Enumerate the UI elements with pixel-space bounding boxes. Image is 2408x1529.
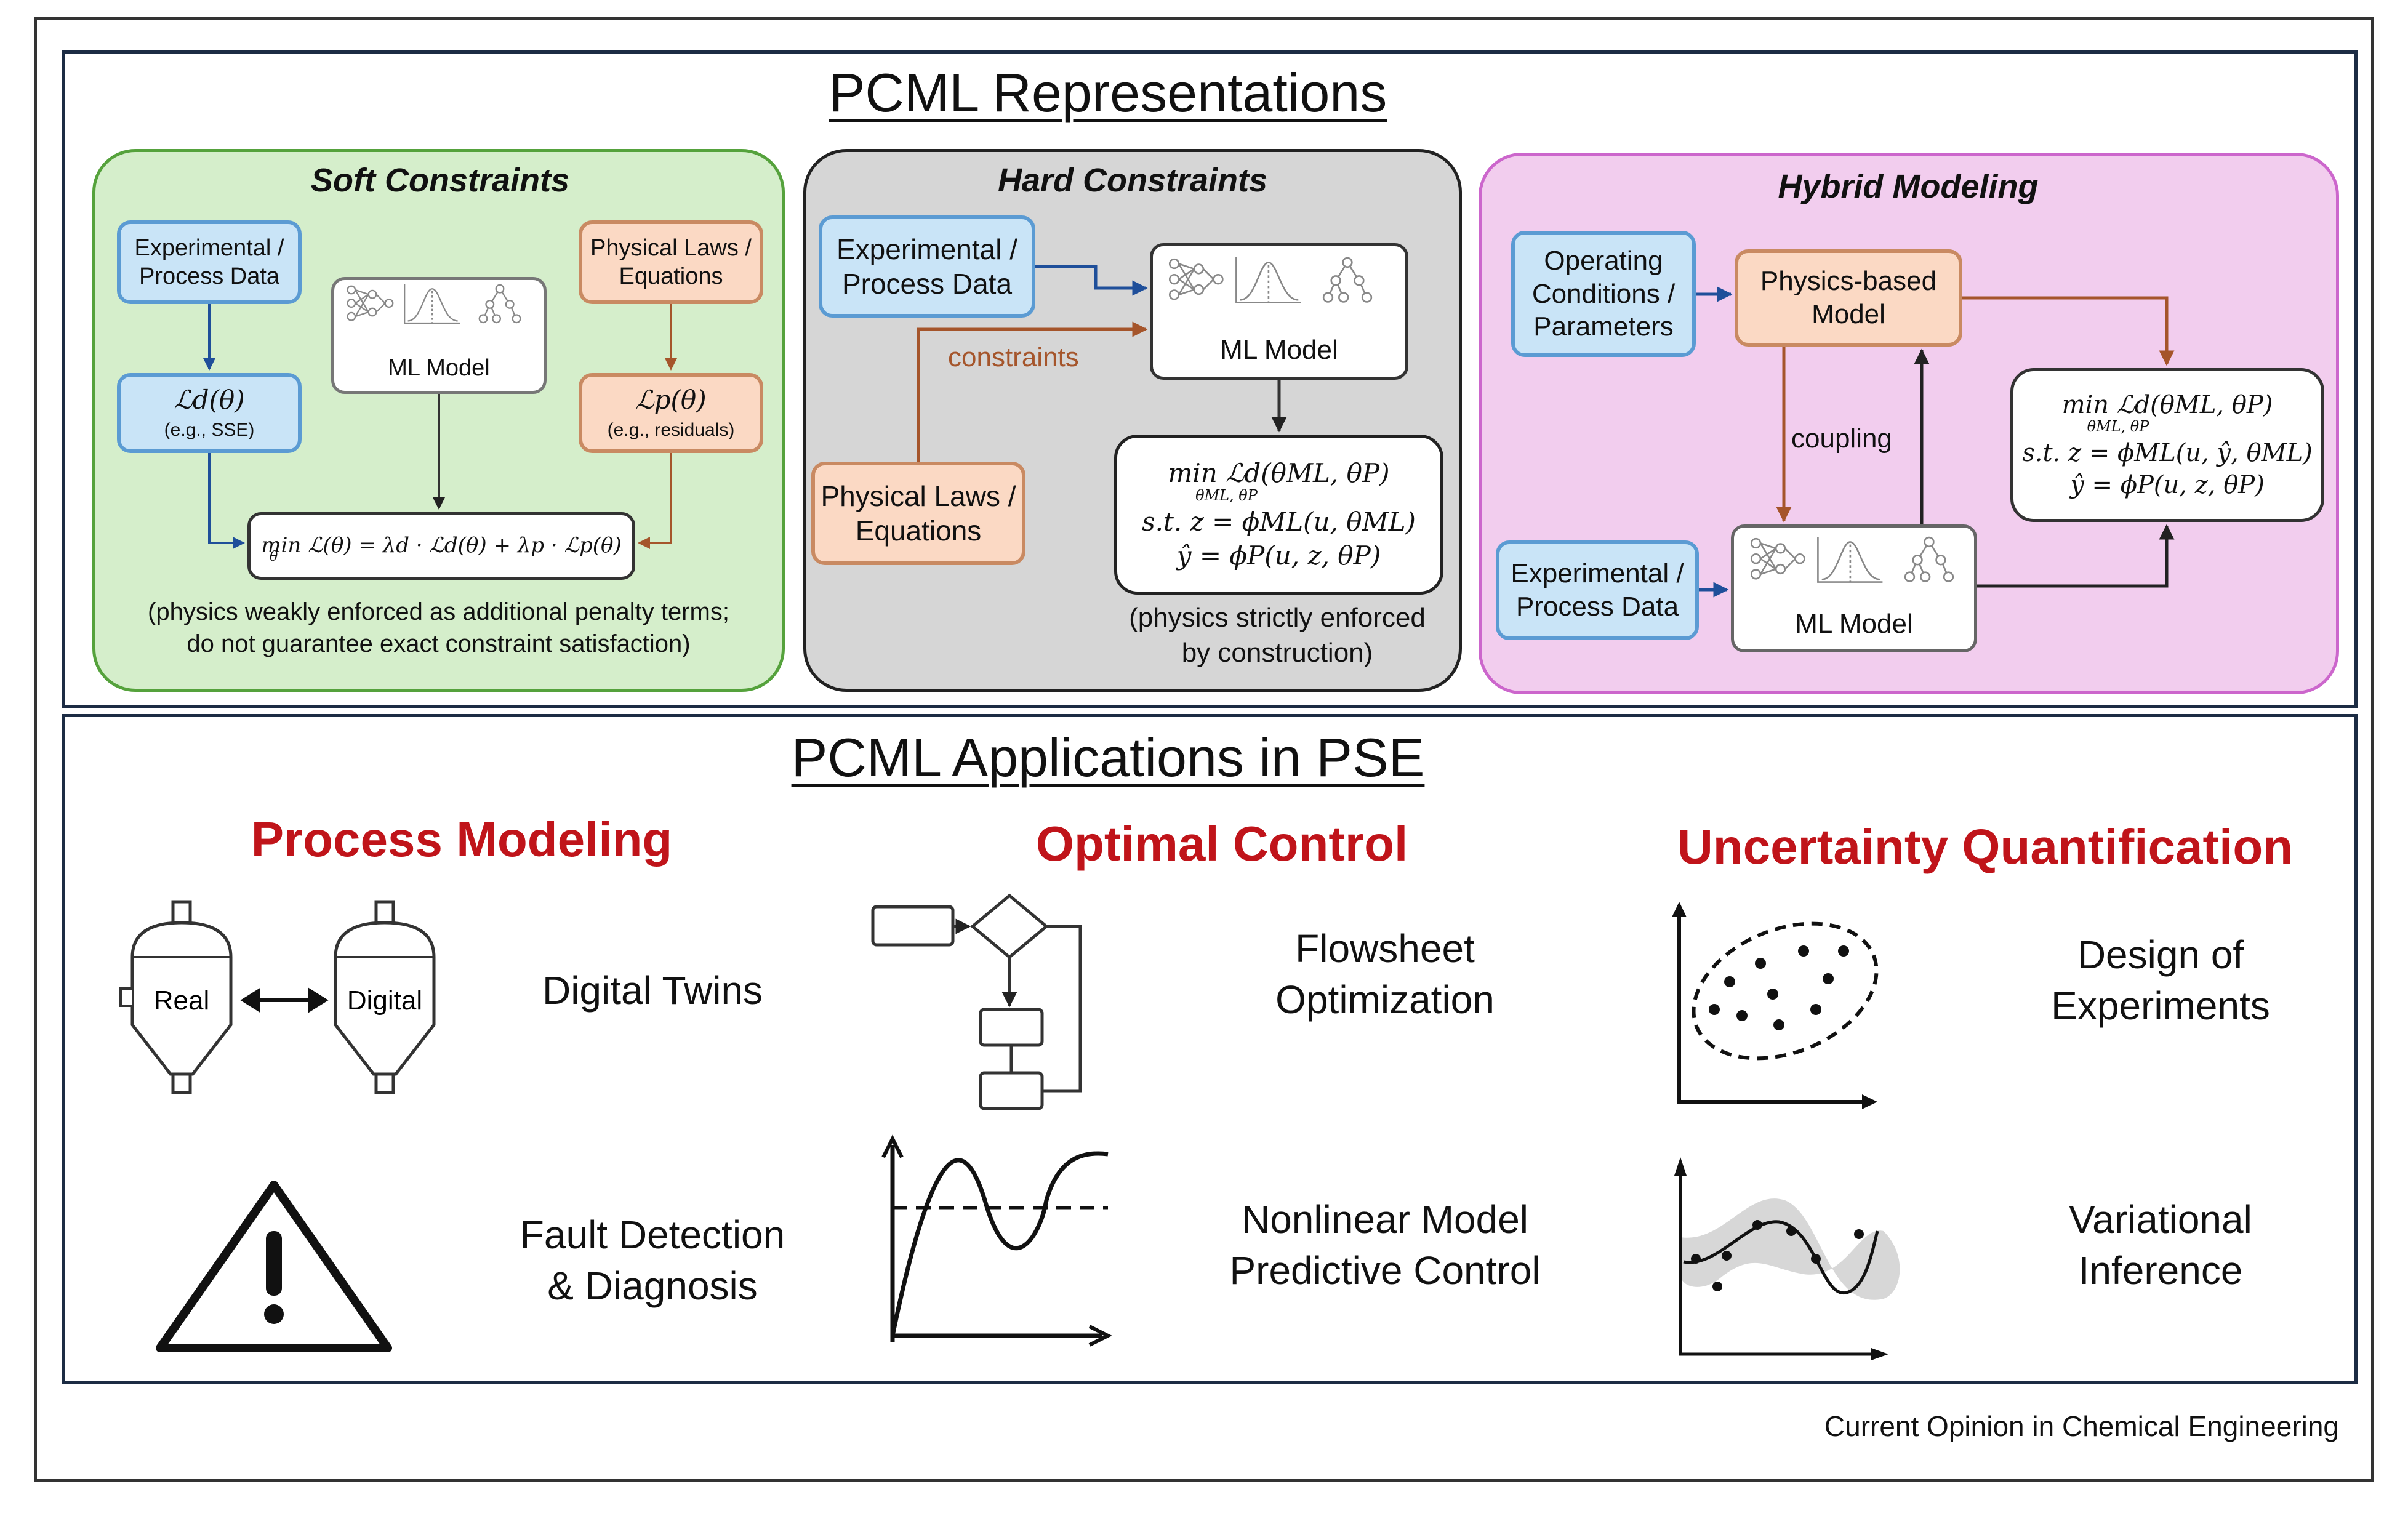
hard-ml-icons: [1168, 256, 1373, 303]
hybrid-modeling-title: Hybrid Modeling: [1778, 168, 2039, 205]
hybrid-eq2: s.t. z = ϕML(u, ŷ, θML): [2022, 438, 2313, 467]
flowchart-icon: [871, 893, 1082, 1110]
hard-data-label: Experimental / Process Data: [836, 233, 1017, 300]
gp-regression-icon: [1674, 1157, 1900, 1360]
soft-data-node: Experimental / Process Data: [117, 220, 302, 304]
warning-icon: [156, 1181, 392, 1352]
fault-detection-label: Fault Detection & Diagnosis: [480, 1210, 825, 1312]
vi-line2: Inference: [2078, 1248, 2243, 1293]
hard-ml-label: ML Model: [1220, 335, 1338, 366]
hard-caption-line1: (physics strictly enforced: [1129, 603, 1426, 633]
hybrid-operating-label: Operating Conditions / Parameters: [1531, 245, 1676, 342]
representations-title: PCML Representations: [829, 62, 1387, 123]
hard-data-node: Experimental / Process Data: [819, 215, 1035, 318]
applications-panel: [62, 714, 2358, 1384]
flowsheet-optimization-label: Flowsheet Optimization: [1225, 923, 1545, 1025]
real-tank-icon: [119, 902, 231, 1093]
nmpc-line1: Nonlinear Model: [1241, 1197, 1529, 1242]
hybrid-eq1: min ℒd(θML, θP): [2061, 391, 2273, 420]
hybrid-ml-icons: [1750, 536, 1954, 583]
soft-arrow-ld-objective: [208, 453, 245, 549]
process-modeling-heading: Process Modeling: [251, 812, 673, 867]
soft-lp-label: ℒ𝑝(θ): [635, 385, 707, 415]
hybrid-arrow-physics-objective: [1962, 296, 2175, 366]
digital-tank-label: Digital: [347, 985, 422, 1016]
soft-objective-eq: min ℒ(θ) = λd · ℒd(θ) + λp · ℒp(θ): [261, 533, 622, 558]
vi-line1: Variational: [2069, 1197, 2252, 1242]
soft-caption: (physics weakly enforced as additional p…: [98, 596, 779, 660]
hard-eq2: s.t. z = ϕML(u, θML): [1142, 507, 1416, 537]
hard-constraints-label: constraints: [948, 342, 1079, 372]
applications-title: PCML Applications in PSE: [791, 727, 1425, 788]
hard-caption-line2: by construction): [1181, 638, 1373, 668]
hybrid-data-node: Experimental / Process Data: [1496, 540, 1699, 640]
soft-ld-node: ℒ𝑑(θ) (e.g., SSE): [117, 373, 302, 453]
hybrid-operating-node: Operating Conditions / Parameters: [1511, 231, 1696, 357]
soft-ld-note: (e.g., SSE): [164, 420, 255, 441]
fault-detection-line1: Fault Detection: [520, 1213, 785, 1257]
variational-inference-label: Variational Inference: [2001, 1194, 2321, 1296]
hard-arrow-data-ml: [1035, 265, 1148, 296]
flowsheet-line2: Optimization: [1275, 977, 1495, 1022]
representations-panel: [62, 50, 2358, 708]
hybrid-physics-node: Physics-based Model: [1735, 249, 1962, 347]
hybrid-ml-node: ML Model: [1731, 524, 1977, 652]
soft-data-label: Experimental / Process Data: [134, 235, 284, 289]
hard-constraints-title: Hard Constraints: [997, 162, 1268, 199]
soft-lp-note: (e.g., residuals): [607, 420, 735, 441]
hybrid-eq3: ŷ = ϕP(u, z, θP): [2070, 470, 2265, 499]
doe-line2: Experiments: [2051, 984, 2270, 1029]
digital-twins-label: Digital Twins: [542, 968, 763, 1013]
soft-objective-sub: θ: [270, 549, 278, 564]
uncertainty-quantification-heading: Uncertainty Quantification: [1677, 819, 2294, 874]
hybrid-objective-box: min ℒd(θML, θP) θML, θP s.t. z = ϕML(u, …: [2010, 368, 2324, 522]
figure-frame: [34, 17, 2374, 1482]
hybrid-eq1-sub: θML, θP: [2087, 418, 2149, 436]
hybrid-data-label: Experimental / Process Data: [1511, 558, 1684, 622]
real-tank-label: Real: [154, 985, 210, 1016]
design-of-experiments-label: Design of Experiments: [2001, 929, 2321, 1032]
doe-line1: Design of: [2077, 933, 2244, 977]
bidirectional-arrow-icon: [240, 987, 329, 1013]
hard-arrow-physics-ml: [917, 321, 1148, 462]
hard-physics-label: Physical Laws / Equations: [821, 480, 1016, 547]
hard-eq3: ŷ = ϕP(u, z, θP): [1176, 540, 1381, 571]
soft-caption-line1: (physics weakly enforced as additional p…: [148, 598, 729, 625]
hard-caption: (physics strictly enforced by constructi…: [1096, 600, 1459, 670]
journal-footer: Current Opinion in Chemical Engineering: [1824, 1410, 2339, 1442]
hybrid-ml-label: ML Model: [1795, 609, 1913, 640]
step-response-icon: [881, 1134, 1112, 1347]
nmpc-line2: Predictive Control: [1229, 1248, 1541, 1293]
hard-eq1-sub: θML, θP: [1195, 487, 1258, 505]
soft-objective-box: min ℒ(θ) = λd · ℒd(θ) + λp · ℒp(θ): [247, 512, 635, 580]
hard-ml-node: ML Model: [1150, 243, 1408, 380]
ellipse-scatter-icon: [1672, 902, 1879, 1109]
soft-arrow-lp-objective: [638, 453, 672, 549]
optimal-control-heading: Optimal Control: [1035, 816, 1408, 871]
soft-ml-label: ML Model: [388, 355, 490, 381]
soft-physics-label: Physical Laws / Equations: [590, 235, 752, 289]
soft-ml-icons: [347, 283, 521, 324]
hybrid-physics-label: Physics-based Model: [1760, 266, 1937, 329]
soft-lp-node: ℒ𝑝(θ) (e.g., residuals): [579, 373, 763, 453]
soft-constraints-title: Soft Constraints: [310, 162, 569, 199]
soft-ld-label: ℒ𝑑(θ): [174, 385, 245, 415]
hybrid-arrow-ml-objective: [1977, 524, 2175, 588]
soft-caption-line2: do not guarantee exact constraint satisf…: [187, 630, 691, 657]
hard-objective-box: min ℒd(θML, θP) θML, θP s.t. z = ϕML(u, …: [1114, 435, 1443, 595]
hard-eq1: min ℒd(θML, θP): [1168, 457, 1390, 488]
nmpc-label: Nonlinear Model Predictive Control: [1194, 1194, 1576, 1296]
flowsheet-line1: Flowsheet: [1295, 926, 1475, 971]
hybrid-coupling-label: coupling: [1791, 423, 1892, 454]
hard-physics-node: Physical Laws / Equations: [811, 462, 1025, 565]
soft-physics-node: Physical Laws / Equations: [579, 220, 763, 304]
fault-detection-line2: & Diagnosis: [547, 1264, 758, 1309]
